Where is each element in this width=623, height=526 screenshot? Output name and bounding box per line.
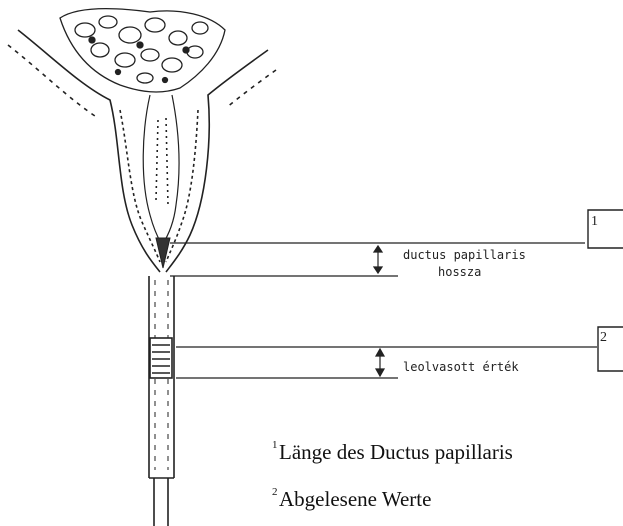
legend-item2-sup: 2 [272,486,278,498]
legend: 1 Länge des Ductus papillaris 2 Abgelese… [272,439,513,511]
readout-label: leolvasott érték [403,360,519,374]
legend-item2-text: Abgelesene Werte [279,487,431,511]
udder-outline-right [166,50,268,272]
legend-item1-text: Länge des Ductus papillaris [279,440,513,464]
teat-illustration [8,30,276,272]
ductus-papillaris-tip [156,238,170,268]
probe-scale [150,338,172,378]
teat-wall-right [166,110,198,262]
box2-number: 2 [600,330,607,345]
ductus-label-line1: ductus papillaris [403,248,526,262]
gland-tissue [60,9,225,92]
box1-number: 1 [591,214,598,229]
udder-outline-left-dash [8,45,98,118]
teat-cistern [143,95,179,245]
ductus-label-line2: hossza [438,265,481,279]
measuring-probe [149,276,174,526]
teat-wall-left [120,110,160,262]
legend-item1-sup: 1 [272,439,278,451]
readout-measurement [176,347,597,378]
